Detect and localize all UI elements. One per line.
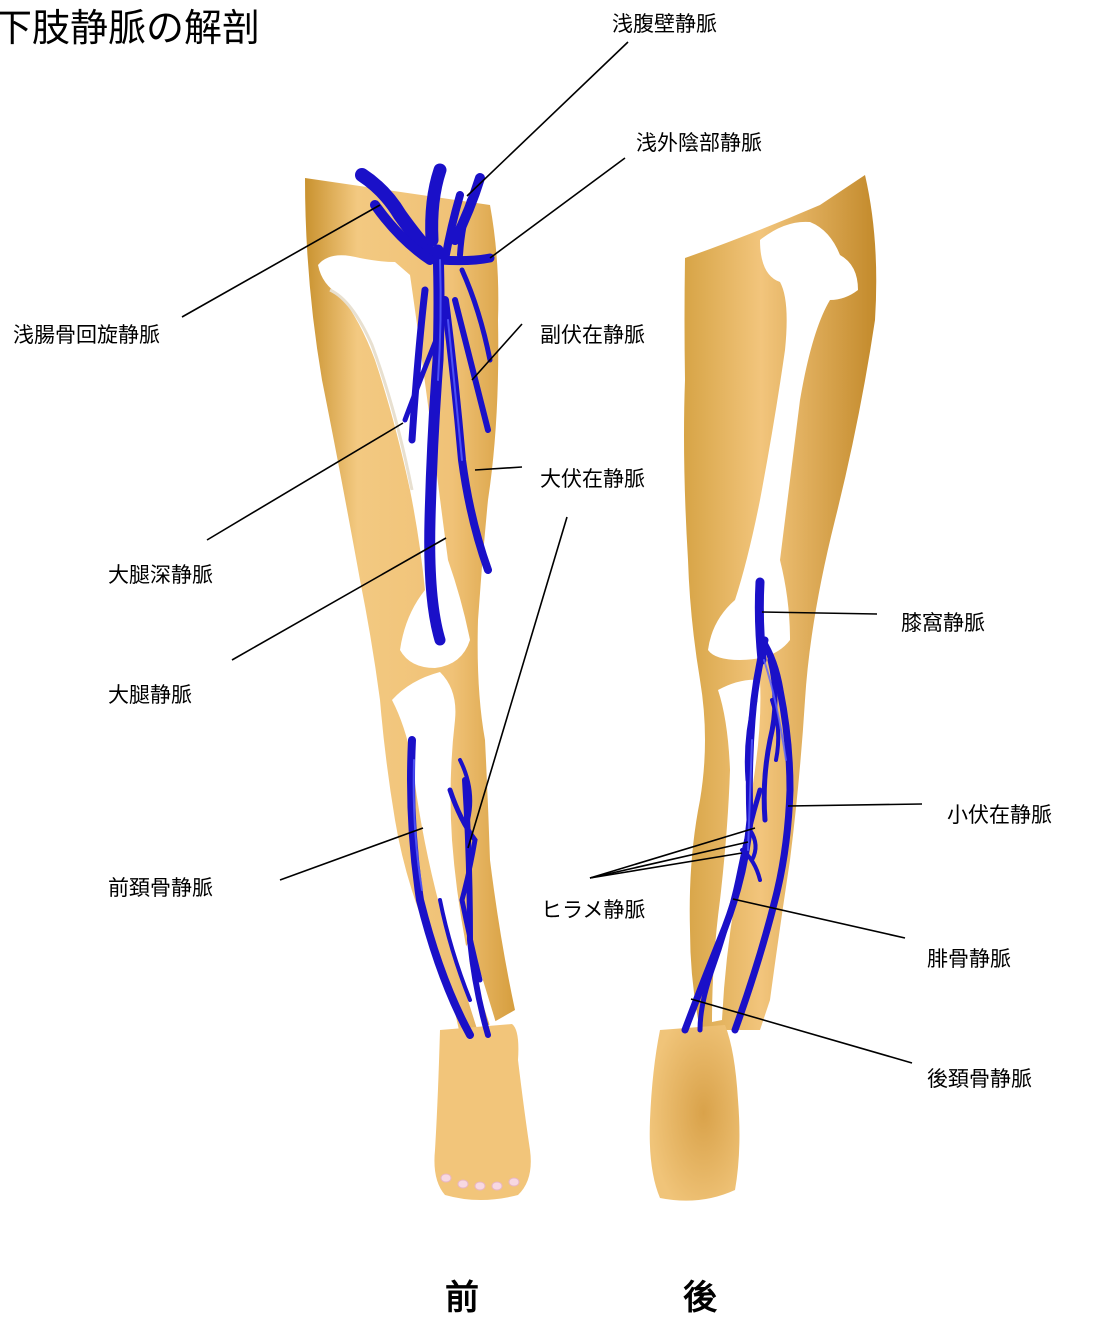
label-superficial-epigastric-vein: 浅腹壁静脈 bbox=[612, 14, 717, 35]
leader-small-saphenous bbox=[788, 804, 922, 806]
leader-superficial-external-pudendal bbox=[490, 158, 625, 258]
label-posterior-tibial-vein: 後頚骨静脈 bbox=[927, 1069, 1032, 1090]
leader-anterior-tibial bbox=[280, 828, 423, 880]
view-label-back: 後 bbox=[683, 1270, 717, 1319]
label-popliteal-vein: 膝窩静脈 bbox=[901, 613, 985, 634]
label-deep-femoral-vein: 大腿深静脈 bbox=[108, 565, 213, 586]
label-great-saphenous-vein: 大伏在静脈 bbox=[540, 469, 645, 490]
label-small-saphenous-vein: 小伏在静脈 bbox=[947, 805, 1052, 826]
label-peroneal-vein: 腓骨静脈 bbox=[927, 949, 1011, 970]
label-soleal-vein: ヒラメ静脈 bbox=[541, 900, 645, 921]
back-leg bbox=[650, 175, 877, 1201]
label-accessory-saphenous-vein: 副伏在静脈 bbox=[540, 325, 645, 346]
label-femoral-vein: 大腿静脈 bbox=[108, 685, 192, 706]
back-foot bbox=[650, 1025, 740, 1201]
front-foot bbox=[434, 1024, 530, 1200]
view-label-front: 前 bbox=[445, 1270, 479, 1319]
label-anterior-tibial-vein: 前頚骨静脈 bbox=[108, 878, 213, 899]
label-superficial-circumflex-iliac-vein: 浅腸骨回旋静脈 bbox=[13, 325, 160, 346]
label-superficial-external-pudendal-vein: 浅外陰部静脈 bbox=[636, 133, 762, 154]
front-leg bbox=[305, 170, 531, 1200]
